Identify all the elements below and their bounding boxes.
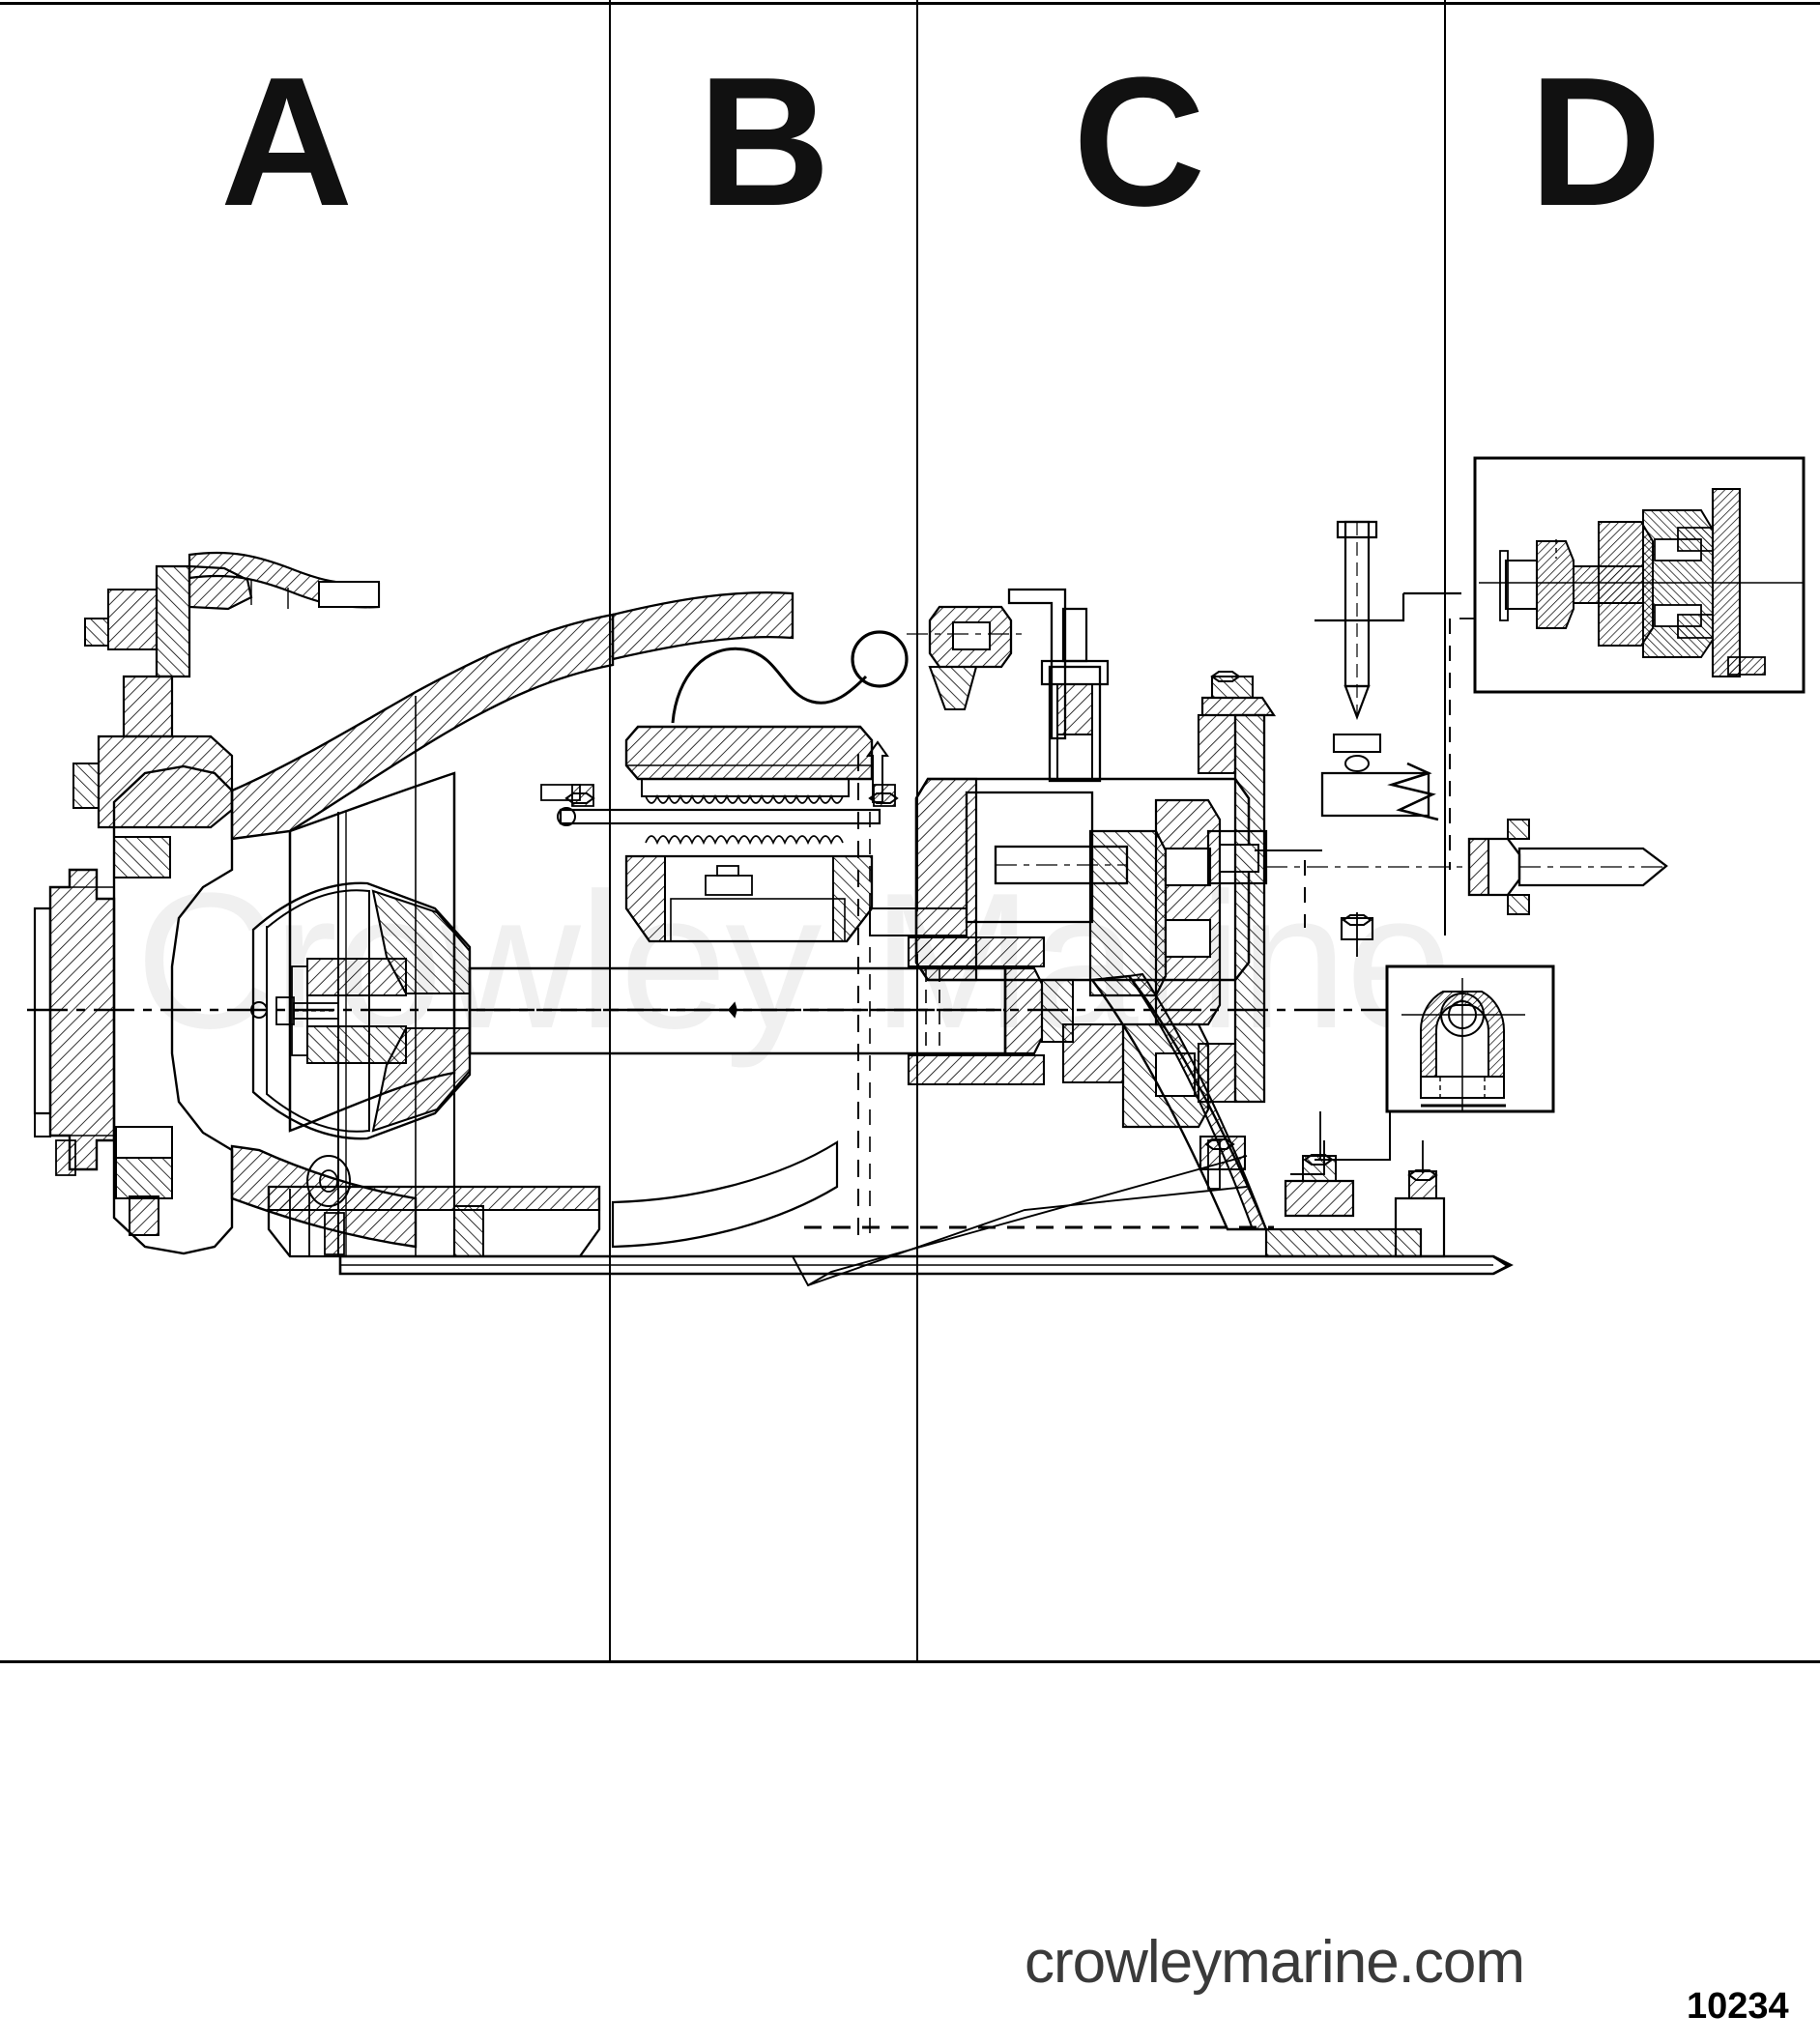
section-label-b: B	[698, 40, 830, 245]
right-output-shaft	[1467, 819, 1668, 915]
diagram-part-number: 10234	[1687, 1986, 1789, 2027]
foundation-rail	[338, 1254, 1514, 1276]
section-b-guide-lines	[857, 754, 871, 1247]
detail-view-upper-right	[1473, 456, 1806, 694]
internal-struts	[337, 696, 417, 1256]
divider-a-b	[609, 0, 611, 1660]
foundation-tie-lines	[792, 1155, 1274, 1287]
frame-top-rule	[0, 2, 1820, 5]
bell-housing-flange	[48, 868, 116, 1171]
section-label-d: D	[1529, 40, 1661, 245]
cover-fasteners	[540, 784, 899, 807]
right-base-bracket	[1284, 1111, 1446, 1258]
intake-flange-block	[907, 588, 1067, 740]
top-right-boss	[1200, 670, 1277, 717]
housing-transition-cowl	[611, 590, 839, 1249]
frame-bottom-rule	[0, 1660, 1820, 1663]
break-line-symbol	[1320, 762, 1439, 821]
divider-c-d	[1444, 0, 1446, 936]
section-label-a: A	[220, 40, 353, 245]
main-drive-shaft	[468, 966, 1007, 1055]
footer-website-url[interactable]: crowleymarine.com	[1025, 1929, 1525, 1996]
detail-view-lower-right	[1385, 964, 1555, 1113]
upper-left-hatched-block	[72, 564, 253, 829]
vertical-pin-assembly	[1332, 520, 1382, 957]
throttle-cable-loop	[671, 630, 909, 724]
left-end-cap	[33, 907, 52, 1137]
main-pedestal	[267, 1185, 601, 1258]
upper-mount-bolts	[55, 836, 173, 1236]
left-foot-bracket	[289, 1155, 351, 1256]
upper-left-curved-arm	[188, 551, 381, 609]
assembly-direction-arrow	[866, 740, 889, 803]
shaft-couplings	[869, 907, 1074, 1086]
gear-pump-housing	[914, 713, 1268, 1104]
top-cover-block	[557, 725, 881, 943]
section-label-c: C	[1073, 40, 1205, 245]
